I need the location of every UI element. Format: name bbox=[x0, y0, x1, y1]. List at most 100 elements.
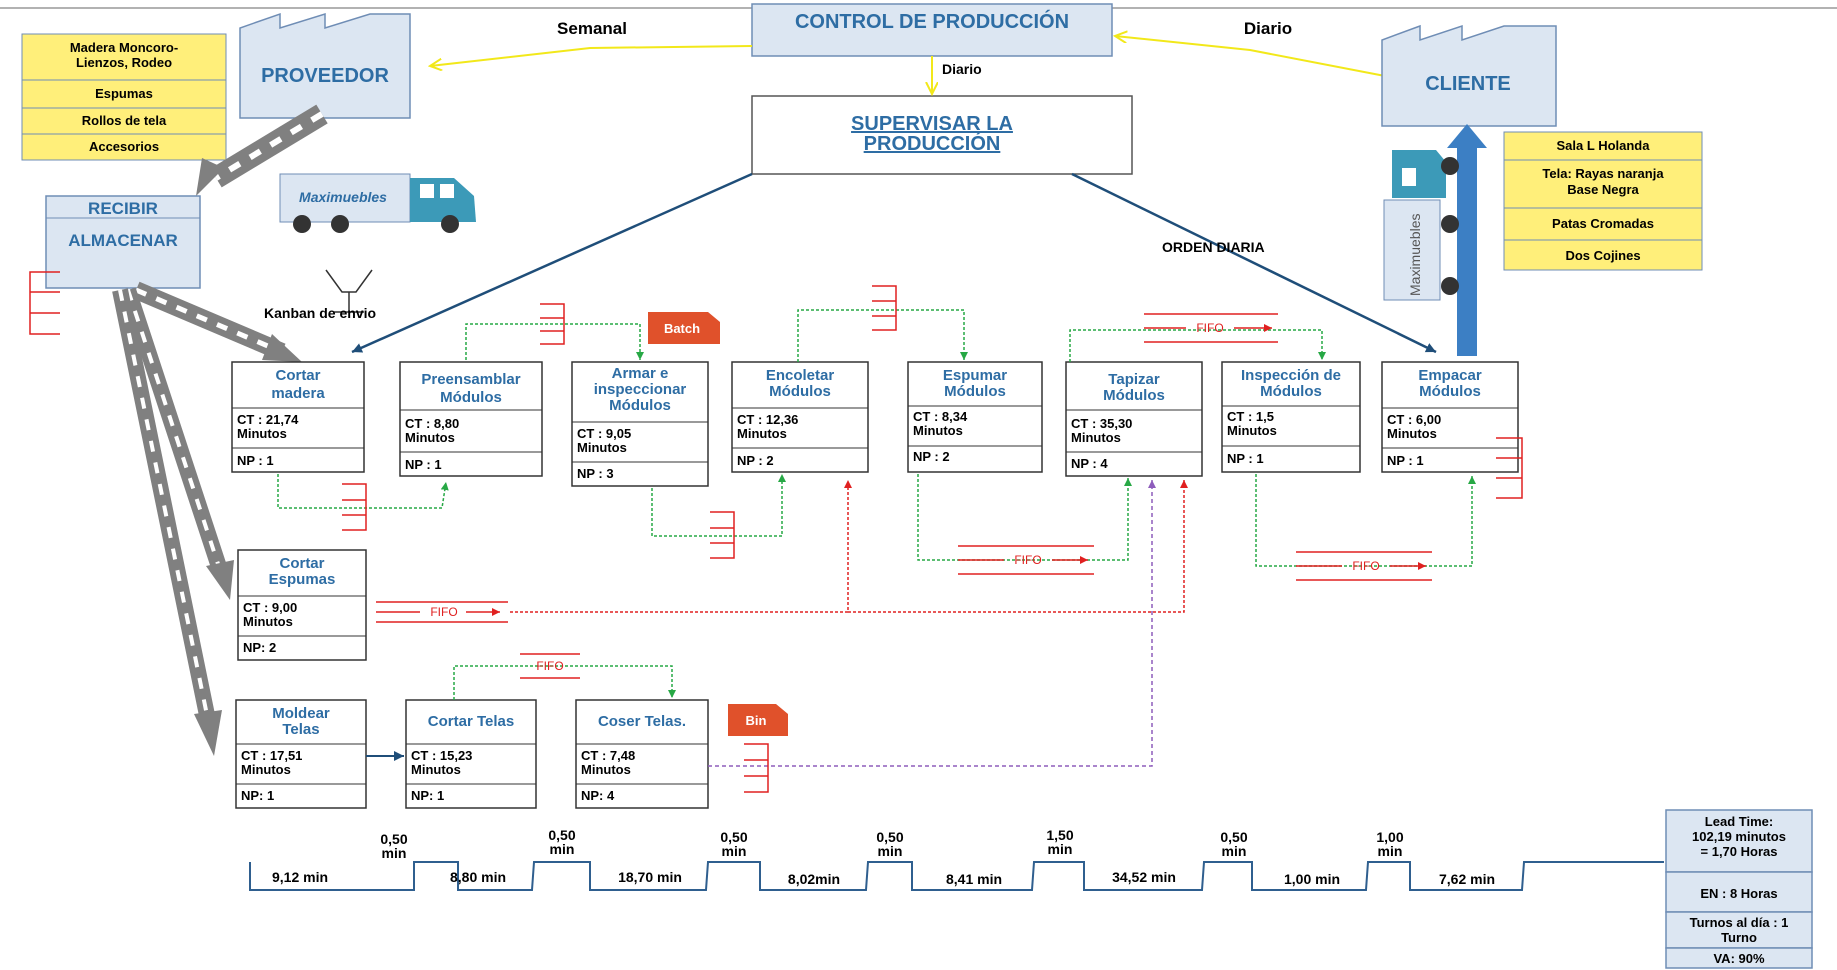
summary-box: Lead Time: 102,19 minutos = 1,70 Horas E… bbox=[1665, 809, 1813, 969]
va-7-num: 1,00 bbox=[1376, 829, 1403, 845]
wait-3: 18,70 min bbox=[618, 869, 682, 885]
flow-espumas-to-encoletar bbox=[510, 480, 852, 613]
process-preensamblar[interactable]: Preensamblar Módulos CT : 8,80 Minutos N… bbox=[399, 361, 543, 477]
cortar-madera-title-1: Cortar bbox=[275, 367, 320, 384]
inventory-stack-3 bbox=[710, 511, 735, 559]
cortar-madera-ct: CT : 21,74 bbox=[237, 412, 299, 427]
empacar-title-2: Módulos bbox=[1419, 383, 1481, 400]
process-inspeccion[interactable]: Inspección de Módulos CT : 1,5 Minutos N… bbox=[1221, 361, 1361, 473]
lead-time-label-3: = 1,70 Horas bbox=[1701, 844, 1778, 859]
timeline-va-labels: 0,50 min 0,50 min 0,50 min 0,50 min 1,50… bbox=[380, 827, 1403, 861]
va-3-unit: min bbox=[722, 843, 747, 859]
flow-espumar-to-tapizar bbox=[917, 474, 1132, 561]
inventory-stack-6 bbox=[744, 743, 769, 793]
recibir-label: RECIBIR bbox=[88, 199, 158, 218]
va-1-num: 0,50 bbox=[380, 831, 407, 847]
moldear-np: NP: 1 bbox=[241, 788, 274, 803]
fifo-lane-espumas: FIFO bbox=[376, 601, 508, 623]
process-moldear-telas[interactable]: Moldear Telas CT : 17,51 Minutos NP: 1 bbox=[235, 699, 367, 809]
inspeccion-np: NP : 1 bbox=[1227, 451, 1264, 466]
cortar-madera-min: Minutos bbox=[237, 426, 287, 441]
material-rollos: Rollos de tela bbox=[82, 113, 167, 128]
material-madera-2: Lienzos, Rodeo bbox=[76, 55, 172, 70]
turnos-label-1: Turnos al día : 1 bbox=[1690, 915, 1789, 930]
process-armar-inspeccionar[interactable]: Armar e inspeccionar Módulos CT : 9,05 M… bbox=[571, 361, 709, 487]
inventory-stack-4 bbox=[872, 285, 897, 331]
control-produccion-box[interactable]: CONTROL DE PRODUCCIÓN bbox=[751, 3, 1113, 57]
spec-cojines: Dos Cojines bbox=[1565, 248, 1640, 263]
cortar-telas-title: Cortar Telas bbox=[428, 713, 514, 730]
spec-sala: Sala L Holanda bbox=[1557, 138, 1651, 153]
wait-1: 9,12 min bbox=[272, 869, 328, 885]
process-empacar[interactable]: Empacar Módulos CT : 6,00 Minutos NP : 1 bbox=[1381, 361, 1519, 473]
truck-icon-vertical: Maximuebles bbox=[1383, 150, 1459, 301]
proveedor-factory[interactable]: PROVEEDOR bbox=[239, 12, 411, 119]
spec-patas: Patas Cromadas bbox=[1552, 216, 1654, 231]
flow-armar-to-encoletar bbox=[651, 474, 786, 537]
flow-encoletar-to-espumar bbox=[797, 309, 968, 362]
push-arrow-to-cortar-espumas bbox=[120, 287, 234, 600]
recibir-almacenar-box[interactable]: RECIBIR ALMACENAR bbox=[45, 195, 201, 289]
preensamblar-title-2: Módulos bbox=[440, 389, 502, 406]
espumar-title-2: Módulos bbox=[944, 383, 1006, 400]
va-4-num: 0,50 bbox=[876, 829, 903, 845]
kanban-label: Kanban de envio bbox=[264, 305, 376, 321]
inspeccion-ct: CT : 1,5 bbox=[1227, 409, 1274, 424]
push-arrow-to-cortar-madera bbox=[132, 281, 302, 362]
va-3-num: 0,50 bbox=[720, 829, 747, 845]
flow-tapizar-to-inspeccion bbox=[1069, 329, 1326, 362]
encoletar-min: Minutos bbox=[737, 426, 787, 441]
va-1-unit: min bbox=[382, 845, 407, 861]
flow-inspeccion-to-empacar bbox=[1255, 474, 1476, 567]
va-2-num: 0,50 bbox=[548, 827, 575, 843]
armar-title-1: Armar e bbox=[612, 365, 669, 382]
material-accesorios: Accesorios bbox=[89, 139, 159, 154]
flow-espumas-to-tapizar bbox=[848, 480, 1188, 613]
turnos-label-2: Turno bbox=[1721, 930, 1757, 945]
armar-ct: CT : 9,05 bbox=[577, 426, 631, 441]
cortar-espumas-min: Minutos bbox=[243, 614, 293, 629]
process-cortar-madera[interactable]: Cortar madera CT : 21,74 Minutos NP : 1 bbox=[231, 361, 365, 473]
armar-min: Minutos bbox=[577, 440, 627, 455]
cortar-telas-ct: CT : 15,23 bbox=[411, 748, 472, 763]
fifo-lane-tapizar: FIFO bbox=[1144, 313, 1278, 343]
process-cortar-espumas[interactable]: Cortar Espumas CT : 9,00 Minutos NP: 2 bbox=[237, 549, 367, 661]
batch-tag: Batch bbox=[648, 312, 720, 344]
process-cortar-telas[interactable]: Cortar Telas CT : 15,23 Minutos NP: 1 bbox=[405, 699, 537, 809]
supervisar-label-1: SUPERVISAR LA bbox=[851, 113, 1013, 135]
va-7-unit: min bbox=[1378, 843, 1403, 859]
preensamblar-ct: CT : 8,80 bbox=[405, 416, 459, 431]
push-arrow-to-moldear bbox=[112, 288, 222, 756]
bin-tag: Bin bbox=[728, 704, 788, 736]
cliente-factory[interactable]: CLIENTE bbox=[1381, 24, 1557, 127]
flow-coser-to-tapizar bbox=[708, 480, 1156, 767]
cortar-espumas-title-2: Espumas bbox=[269, 571, 336, 588]
process-tapizar[interactable]: Tapizar Módulos CT : 35,30 Minutos NP : … bbox=[1065, 361, 1203, 477]
process-coser-telas[interactable]: Coser Telas. CT : 7,48 Minutos NP: 4 bbox=[575, 699, 709, 809]
semanal-label: Semanal bbox=[557, 19, 627, 38]
diario-right-label: Diario bbox=[1244, 19, 1292, 38]
armar-title-3: Módulos bbox=[609, 397, 671, 414]
truck-icon: Maximuebles bbox=[279, 173, 476, 233]
inventory-stack-1 bbox=[342, 483, 367, 531]
truck-label-vertical: Maximuebles bbox=[1407, 214, 1423, 296]
timeline-wait-labels: 9,12 min 8,80 min 18,70 min 8,02min 8,41… bbox=[272, 869, 1495, 887]
process-encoletar[interactable]: Encoletar Módulos CT : 12,36 Minutos NP … bbox=[731, 361, 869, 473]
encoletar-title-1: Encoletar bbox=[766, 367, 835, 384]
cortar-espumas-ct: CT : 9,00 bbox=[243, 600, 297, 615]
moldear-title-1: Moldear bbox=[272, 705, 330, 722]
info-arrow-to-proveedor bbox=[430, 45, 753, 66]
supervisar-box[interactable]: SUPERVISAR LA PRODUCCIÓN bbox=[751, 95, 1133, 175]
spec-tela-2: Base Negra bbox=[1567, 182, 1639, 197]
moldear-ct: CT : 17,51 bbox=[241, 748, 302, 763]
espumar-title-1: Espumar bbox=[943, 367, 1007, 384]
cortar-telas-np: NP: 1 bbox=[411, 788, 444, 803]
schedule-arrow-empacar bbox=[1071, 172, 1437, 354]
kanban-post-icon bbox=[325, 269, 373, 313]
fifo-label-tapizar: FIFO bbox=[1196, 321, 1223, 335]
process-espumar[interactable]: Espumar Módulos CT : 8,34 Minutos NP : 2 bbox=[907, 361, 1043, 473]
empacar-ct: CT : 6,00 bbox=[1387, 412, 1441, 427]
encoletar-ct: CT : 12,36 bbox=[737, 412, 798, 427]
empacar-title-1: Empacar bbox=[1418, 367, 1482, 384]
